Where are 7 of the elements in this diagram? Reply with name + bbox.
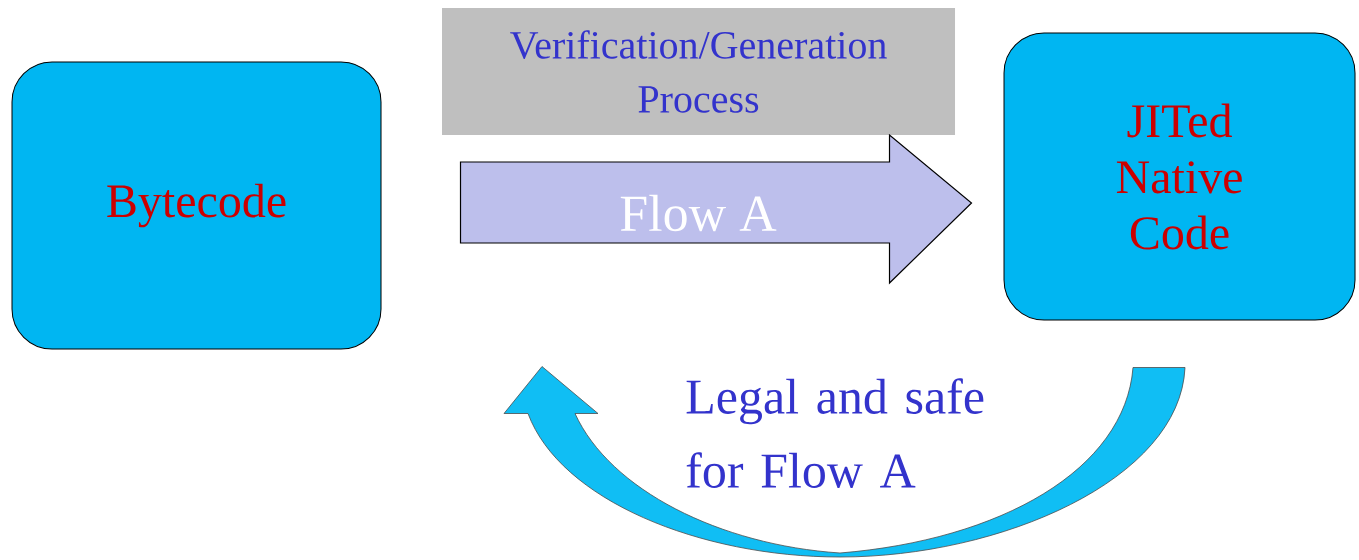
process-box: Bytecode <box>11 61 382 350</box>
block-arrow <box>459 133 973 285</box>
process-label-box: Verification/Generation Process <box>442 8 955 135</box>
edge-label: Legal and safe for Flow A <box>686 378 984 488</box>
process-box: JITed Native Code <box>1003 32 1356 321</box>
edge-label: Flow A <box>620 194 777 232</box>
curved-arrow <box>503 366 1186 558</box>
